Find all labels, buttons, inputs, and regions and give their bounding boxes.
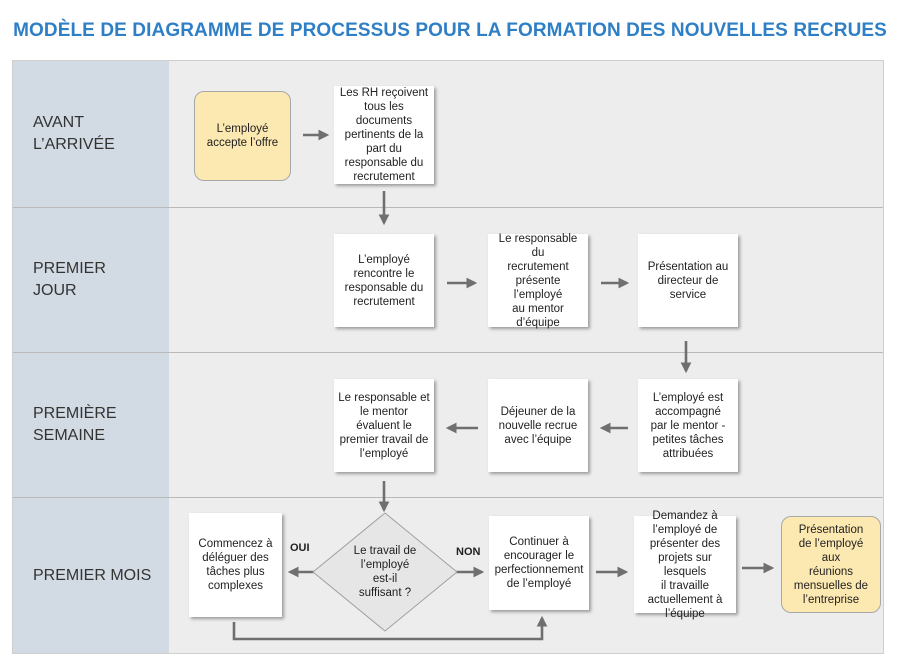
page-title: MODÈLE DE DIAGRAMME DE PROCESSUS POUR LA… — [13, 20, 887, 41]
step-mentor-small-tasks: L’employé est accompagné par le mentor -… — [638, 379, 738, 472]
step-encourage-improvement: Continuer à encourager le perfectionneme… — [489, 516, 589, 610]
step-evaluate-first-work: Le responsable et le mentor évaluent le … — [334, 379, 434, 472]
lane-label-first-day: PREMIER JOUR — [13, 208, 169, 352]
step-department-head: Présentation au directeur de service — [638, 234, 738, 327]
lane-before-arrival: AVANT L’ARRIVÉE — [13, 61, 883, 207]
yes-label: OUI — [290, 542, 310, 554]
process-diagram: AVANT L’ARRIVÉE PREMIER JOUR PREMIÈRE SE… — [12, 60, 884, 654]
lane-label-first-week: PREMIÈRE SEMAINE — [13, 353, 169, 497]
step-delegate-complex-tasks: Commencez à déléguer des tâches plus com… — [189, 513, 282, 617]
step-meets-hiring-manager: L’employé rencontre le responsable du re… — [334, 234, 434, 327]
lane-label-first-month: PREMIER MOIS — [13, 498, 169, 653]
step-monthly-meetings: Présentation de l’employé aux réunions m… — [781, 516, 881, 613]
step-hr-receives-documents: Les RH reçoivent tous les documents pert… — [334, 86, 434, 184]
lane-first-day: PREMIER JOUR — [13, 207, 883, 352]
lane-label-before-arrival: AVANT L’ARRIVÉE — [13, 61, 169, 207]
step-introduces-mentor: Le responsable du recrutement présente l… — [488, 233, 588, 329]
lane-first-week: PREMIÈRE SEMAINE — [13, 352, 883, 497]
step-accept-offer: L’employé accepte l’offre — [194, 91, 291, 181]
decision-label: Le travail de l’employé est-il suffisant… — [353, 545, 417, 599]
arrow-loop-back — [232, 615, 548, 641]
no-label: NON — [456, 546, 481, 558]
step-team-lunch: Déjeuner de la nouvelle recrue avec l’éq… — [488, 379, 588, 472]
step-present-projects: Demandez à l’employé de présenter des pr… — [634, 510, 736, 620]
lane-first-month: PREMIER MOIS — [13, 497, 883, 653]
decision-diamond — [312, 512, 458, 632]
